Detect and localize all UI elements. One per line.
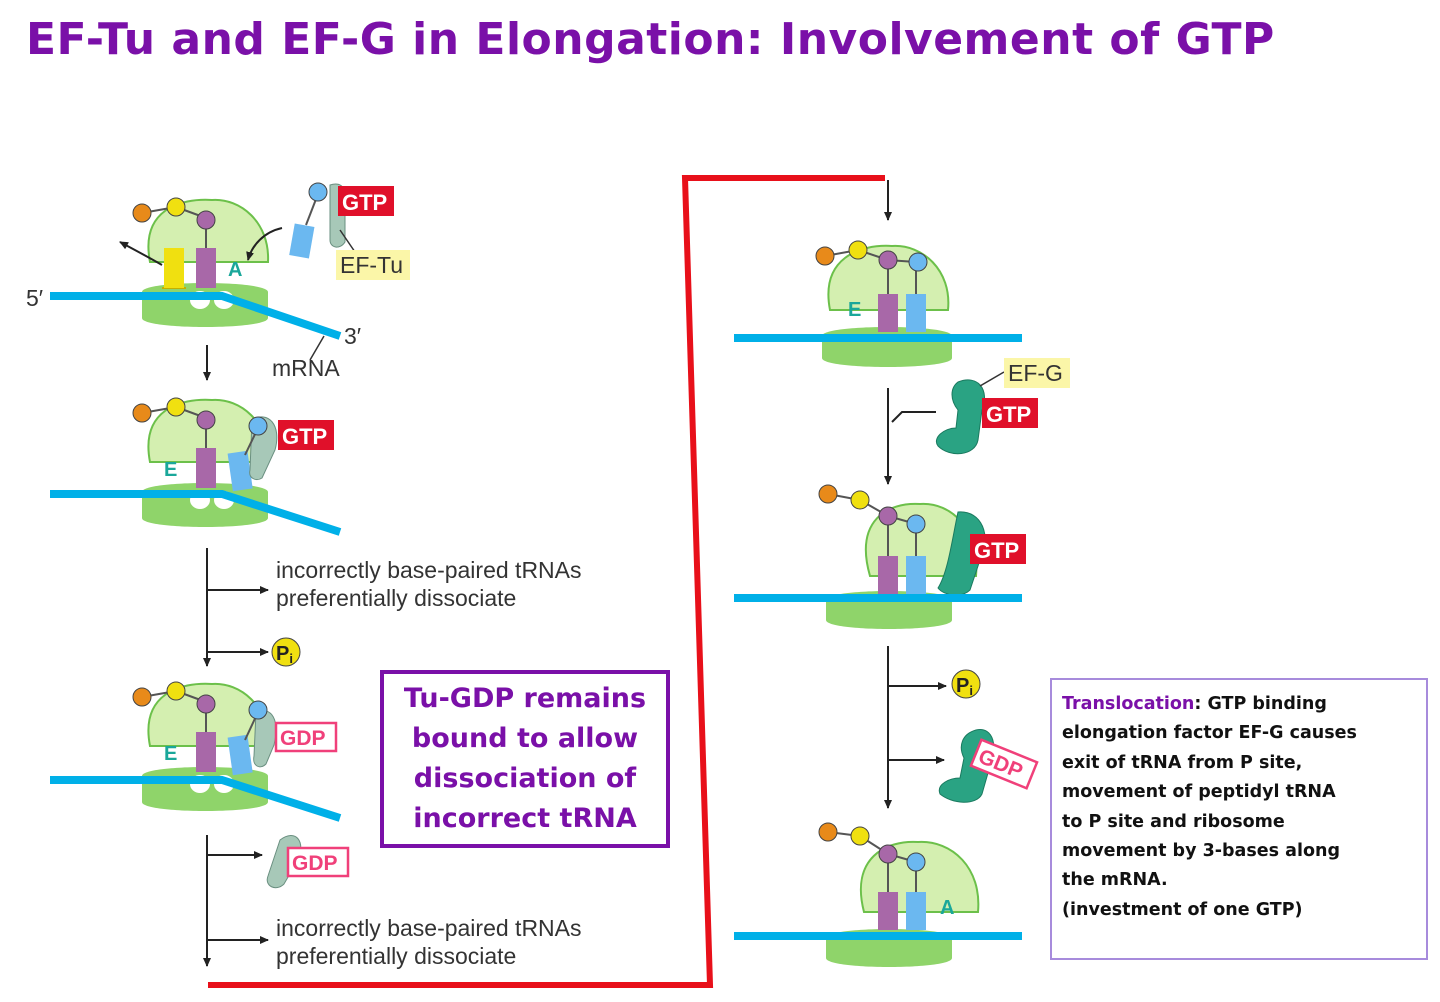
ef-tu-label: EF-Tu bbox=[340, 252, 403, 278]
ef-g-label: EF-G bbox=[1008, 360, 1063, 386]
left-flow-arrows bbox=[203, 345, 269, 967]
ribosome-step-4 bbox=[734, 240, 1022, 367]
five-prime-label: 5′ bbox=[26, 285, 43, 311]
site-e-label-2: E bbox=[164, 459, 177, 481]
ribosome-step-3 bbox=[50, 681, 342, 822]
tu-gdp-callout: Tu-GDP remains bound to allow dissociati… bbox=[380, 670, 670, 848]
svg-text:Pi: Pi bbox=[956, 675, 973, 698]
svg-text:GTP: GTP bbox=[974, 538, 1019, 563]
ribosome-step-6 bbox=[734, 822, 1022, 967]
pi-badge-2: Pi bbox=[951, 669, 981, 699]
pi-badge-1: Pi bbox=[271, 637, 301, 667]
gtp-badge-4: GTP bbox=[970, 534, 1026, 564]
translocation-body: : GTP binding elongation factor EF-G cau… bbox=[1062, 694, 1357, 920]
svg-text:GDP: GDP bbox=[280, 727, 326, 750]
svg-text:GTP: GTP bbox=[282, 424, 327, 449]
ribosome-step-5 bbox=[734, 484, 1022, 629]
page-title: EF-Tu and EF-G in Elongation: Involvemen… bbox=[26, 14, 1275, 65]
dissociate-note-2-line1: incorrectly base-paired tRNAs bbox=[276, 915, 582, 941]
ribosome-step-2 bbox=[50, 397, 342, 536]
tu-gdp-callout-text: Tu-GDP remains bound to allow dissociati… bbox=[403, 683, 647, 834]
trna-yellow bbox=[162, 248, 186, 289]
svg-text:GTP: GTP bbox=[986, 402, 1031, 427]
mrna-label: mRNA bbox=[272, 355, 340, 381]
site-a-label-6: A bbox=[940, 897, 954, 919]
ribosome-step-1 bbox=[50, 182, 356, 340]
mrna-strand bbox=[50, 292, 342, 340]
dissociate-note-1-line2: preferentially dissociate bbox=[276, 585, 516, 611]
ef-g-free bbox=[936, 379, 985, 455]
svg-text:GDP: GDP bbox=[292, 852, 338, 875]
translocation-heading: Translocation bbox=[1062, 694, 1195, 714]
site-e-label-4: E bbox=[848, 299, 861, 321]
dissociate-note-2-line2: preferentially dissociate bbox=[276, 943, 516, 969]
site-a-label-1: A bbox=[228, 259, 242, 281]
svg-text:GTP: GTP bbox=[342, 190, 387, 215]
translocation-text: Translocation: GTP binding elongation fa… bbox=[1062, 690, 1418, 925]
gtp-badge-2: GTP bbox=[278, 420, 334, 450]
gtp-badge-3: GTP bbox=[982, 398, 1038, 428]
site-e-label-3: E bbox=[164, 743, 177, 765]
translocation-callout: Translocation: GTP binding elongation fa… bbox=[1050, 678, 1428, 960]
connector-line bbox=[208, 175, 885, 988]
right-flow-arrows bbox=[884, 180, 947, 809]
svg-text:Pi: Pi bbox=[276, 643, 293, 666]
gdp-badge-1: GDP bbox=[274, 721, 338, 753]
gtp-badge-1: GTP bbox=[338, 186, 394, 216]
three-prime-label: 3′ bbox=[344, 323, 361, 349]
dissociate-note-1-line1: incorrectly base-paired tRNAs bbox=[276, 557, 582, 583]
gdp-badge-2: GDP bbox=[286, 846, 350, 878]
